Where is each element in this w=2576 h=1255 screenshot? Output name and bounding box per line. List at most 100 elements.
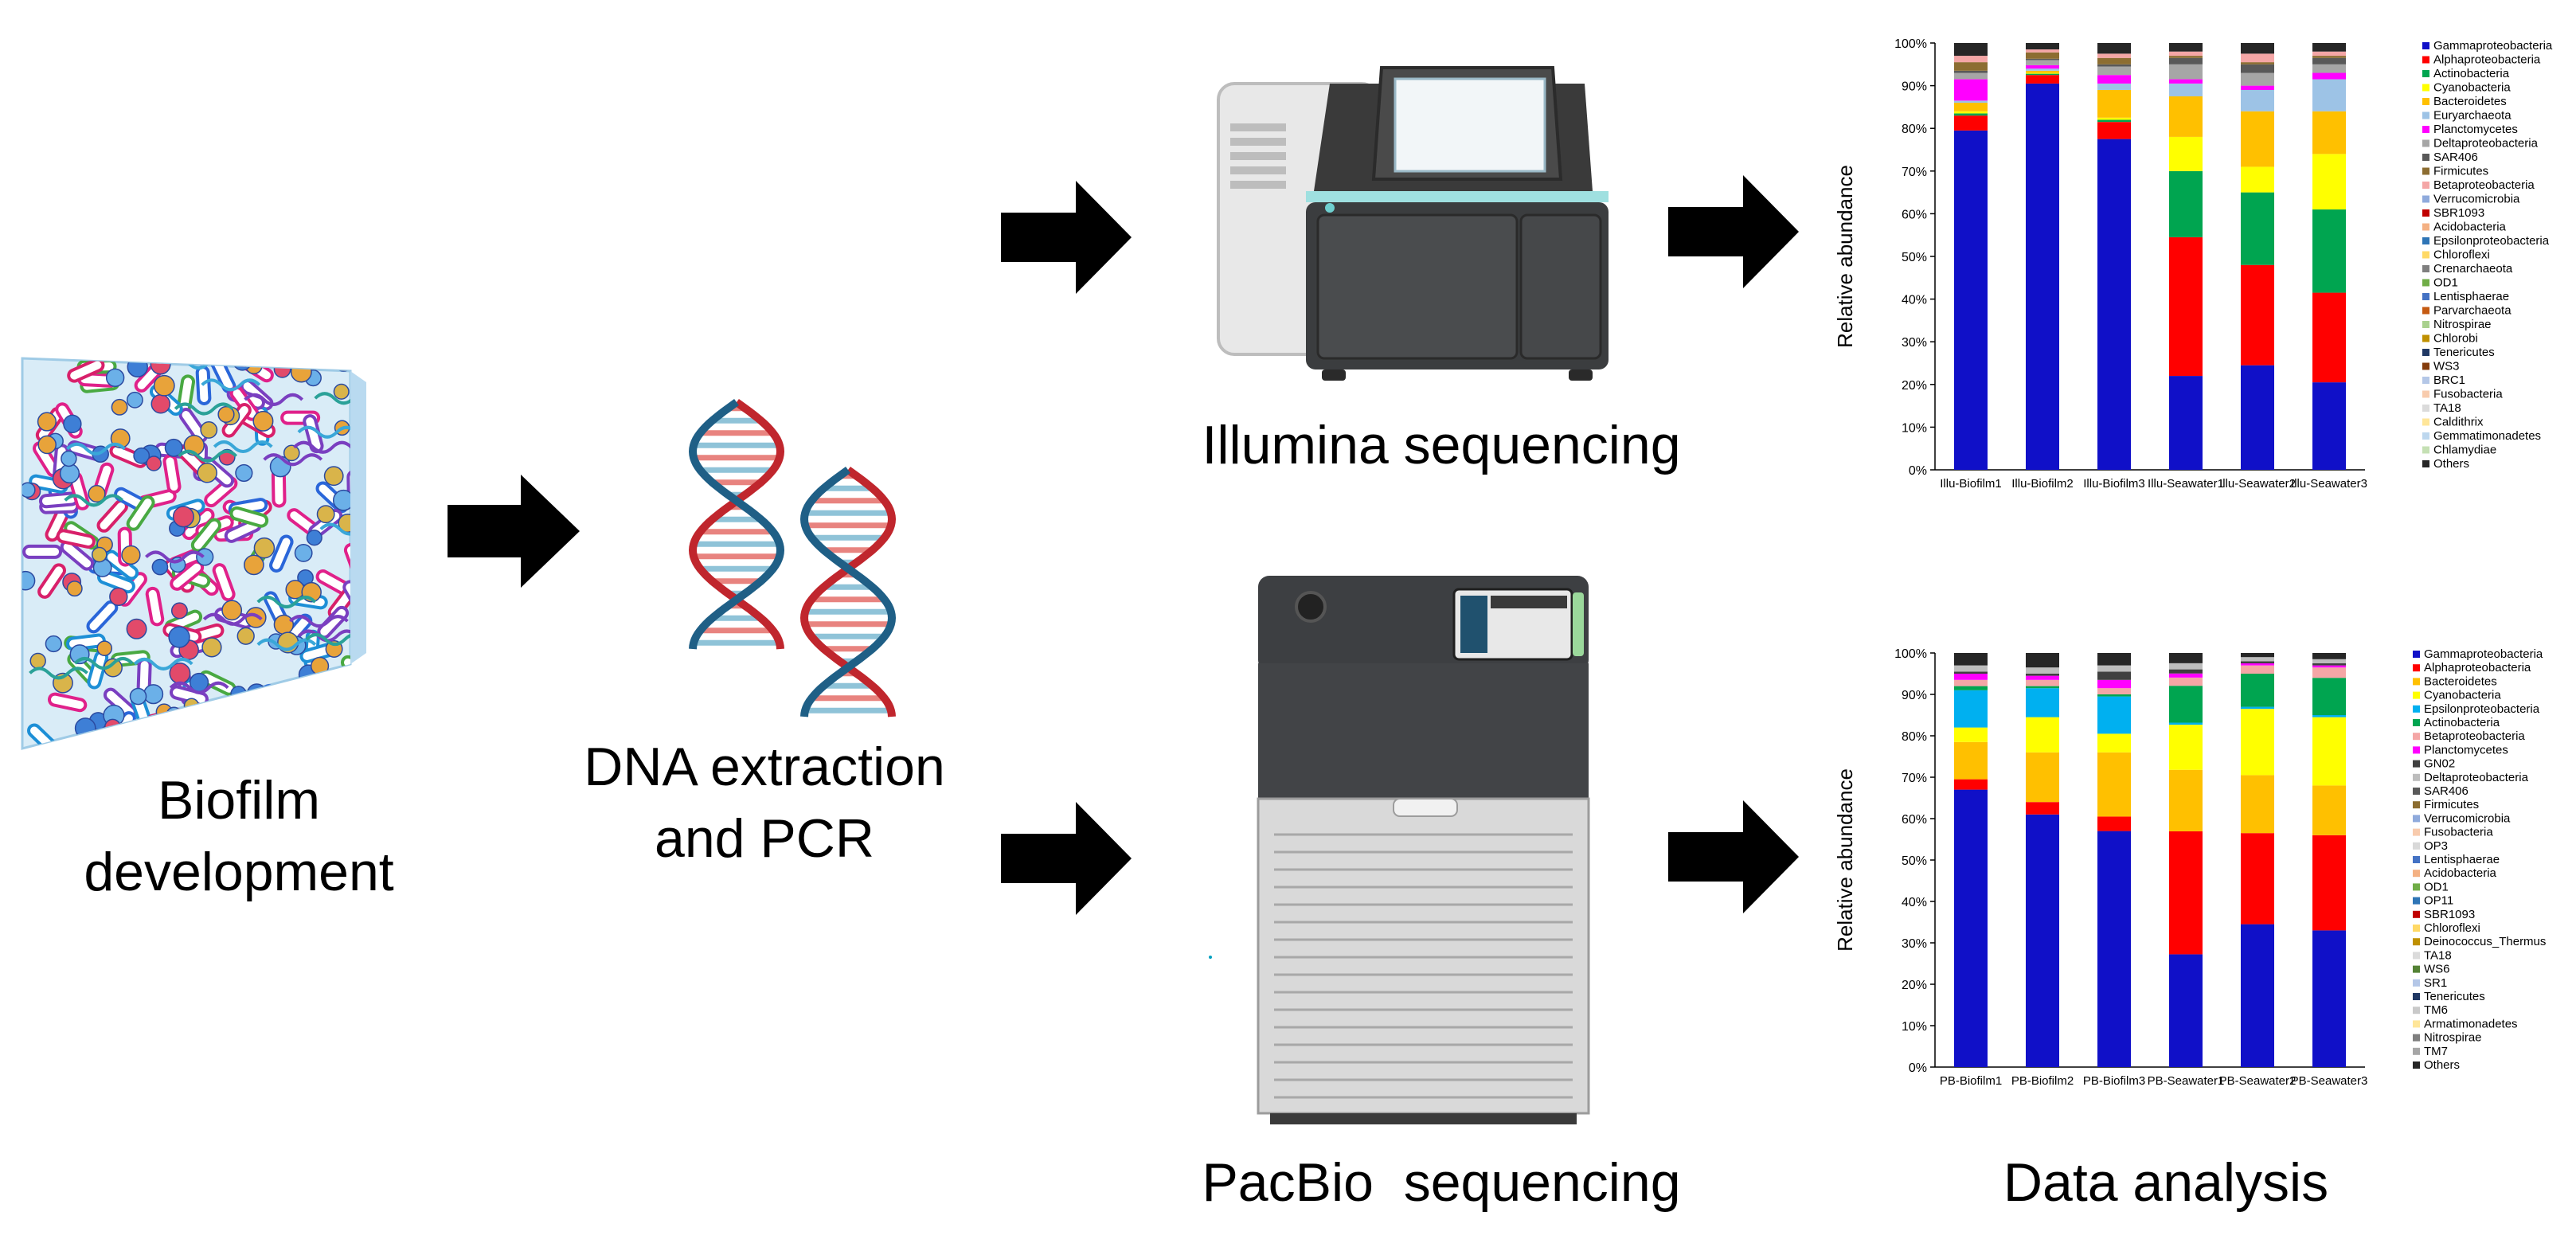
arrow-illumina-to-analysis bbox=[1668, 175, 1799, 288]
bar-segment bbox=[2241, 663, 2274, 666]
coccus-bacterium bbox=[252, 410, 274, 432]
rod-bacterium bbox=[56, 529, 96, 549]
y-axis-label: Relative abundance bbox=[1833, 768, 1857, 952]
legend-label: Caldithrix bbox=[2433, 416, 2484, 429]
legend-label: Firmicutes bbox=[2433, 165, 2488, 178]
legend-swatch bbox=[2422, 237, 2429, 244]
bar-segment bbox=[2097, 653, 2131, 666]
legend-label: Chlamydiae bbox=[2433, 444, 2496, 457]
bar-segment bbox=[2026, 674, 2059, 676]
legend-swatch bbox=[2422, 460, 2429, 467]
y-tick-label: 60% bbox=[1902, 813, 1927, 827]
bar-segment bbox=[1954, 79, 1988, 101]
bar-segment bbox=[2097, 122, 2131, 139]
data-analysis-label: Data analysis bbox=[2003, 1152, 2329, 1213]
bar-segment bbox=[2026, 653, 2059, 668]
bar-segment bbox=[1954, 665, 1988, 672]
legend-swatch bbox=[2422, 432, 2429, 440]
legend-swatch bbox=[2413, 1061, 2420, 1069]
bar-segment bbox=[2312, 154, 2346, 210]
bar-segment bbox=[2097, 43, 2131, 54]
bar-segment bbox=[2169, 769, 2203, 831]
coccus-bacterium bbox=[153, 374, 175, 397]
bar-segment bbox=[2312, 57, 2346, 65]
bar-segment bbox=[1954, 671, 1988, 674]
bar-segment bbox=[1954, 653, 1988, 666]
coccus-bacterium bbox=[22, 482, 36, 498]
bar-segment bbox=[2026, 83, 2059, 471]
coccus-bacterium bbox=[201, 637, 222, 658]
bar-segment bbox=[2241, 85, 2274, 90]
legend-swatch bbox=[2422, 182, 2429, 189]
legend-swatch bbox=[2413, 952, 2420, 960]
coccus-bacterium bbox=[253, 537, 276, 559]
bar-segment bbox=[2097, 694, 2131, 697]
coccus-bacterium bbox=[233, 358, 252, 371]
bar-segment bbox=[2169, 376, 2203, 470]
coccus-bacterium bbox=[126, 618, 147, 639]
bar-segment bbox=[2026, 58, 2059, 61]
legend-label: Chloroflexi bbox=[2433, 248, 2490, 262]
bar-segment bbox=[2097, 75, 2131, 84]
bar-segment bbox=[1954, 115, 1988, 131]
bar-segment bbox=[2312, 930, 2346, 1067]
bar-segment bbox=[2026, 75, 2059, 84]
coccus-bacterium bbox=[283, 444, 300, 462]
rod-bacterium bbox=[190, 518, 221, 553]
coccus-bacterium bbox=[235, 463, 253, 483]
y-tick-label: 80% bbox=[1902, 730, 1927, 744]
rod-bacterium bbox=[269, 534, 294, 573]
coccus-bacterium bbox=[243, 554, 264, 576]
legend-label: Alphaproteobacteria bbox=[2433, 53, 2541, 67]
bar-segment bbox=[2169, 96, 2203, 137]
bar-segment bbox=[2169, 686, 2203, 723]
legend-label: Epsilonproteobacteria bbox=[2424, 702, 2540, 716]
bar-segment bbox=[2097, 733, 2131, 753]
coccus-bacterium bbox=[234, 705, 256, 725]
legend-label: Acidobacteria bbox=[2433, 221, 2507, 234]
filament-bacterium bbox=[169, 681, 229, 694]
bar-segment bbox=[1954, 130, 1988, 470]
coccus-bacterium bbox=[170, 602, 188, 620]
y-tick-label: 60% bbox=[1902, 208, 1927, 221]
bar-segment bbox=[1954, 56, 1988, 63]
dna-extraction-label: DNA extraction and PCR bbox=[573, 731, 956, 874]
bar-segment bbox=[2241, 653, 2274, 658]
coccus-bacterium bbox=[196, 548, 214, 566]
bar-segment bbox=[2026, 72, 2059, 74]
dna-extraction-label-line2: and PCR bbox=[655, 808, 874, 869]
legend-label: Euryarchaeota bbox=[2433, 109, 2512, 123]
legend-swatch bbox=[2422, 349, 2429, 356]
bar-segment bbox=[2026, 49, 2059, 53]
x-tick-label: Illu-Biofilm3 bbox=[2083, 477, 2145, 491]
legend-label: TA18 bbox=[2424, 948, 2452, 962]
bar-segment bbox=[2312, 209, 2346, 293]
bar-segment bbox=[2097, 752, 2131, 817]
coccus-bacterium bbox=[273, 360, 291, 378]
legend-swatch bbox=[2422, 362, 2429, 370]
legend-swatch bbox=[2422, 154, 2429, 161]
bar-segment bbox=[2241, 661, 2274, 663]
coccus-bacterium bbox=[334, 358, 350, 372]
coccus-bacterium bbox=[88, 485, 106, 503]
rod-bacterium bbox=[22, 544, 63, 559]
coccus-bacterium bbox=[150, 358, 171, 375]
bar-segment bbox=[2169, 136, 2203, 171]
coccus-bacterium bbox=[291, 689, 312, 710]
legend-label: SAR406 bbox=[2424, 784, 2469, 798]
legend-label: Tenericutes bbox=[2424, 990, 2485, 1003]
bar-segment bbox=[2312, 382, 2346, 470]
filament-bacterium bbox=[201, 378, 261, 392]
bar-segment bbox=[2026, 679, 2059, 686]
bar-segment bbox=[1954, 72, 1988, 80]
dna-strand bbox=[799, 466, 897, 717]
coccus-bacterium bbox=[333, 383, 350, 400]
legend-swatch bbox=[2422, 265, 2429, 272]
legend-label: Gammaproteobacteria bbox=[2424, 647, 2543, 661]
bar-segment bbox=[2097, 117, 2131, 120]
bar-segment bbox=[2312, 717, 2346, 786]
bar-segment bbox=[2097, 139, 2131, 470]
filament-bacterium bbox=[319, 522, 350, 536]
rod-bacterium bbox=[340, 655, 350, 686]
legend-label: SR1 bbox=[2424, 976, 2447, 990]
